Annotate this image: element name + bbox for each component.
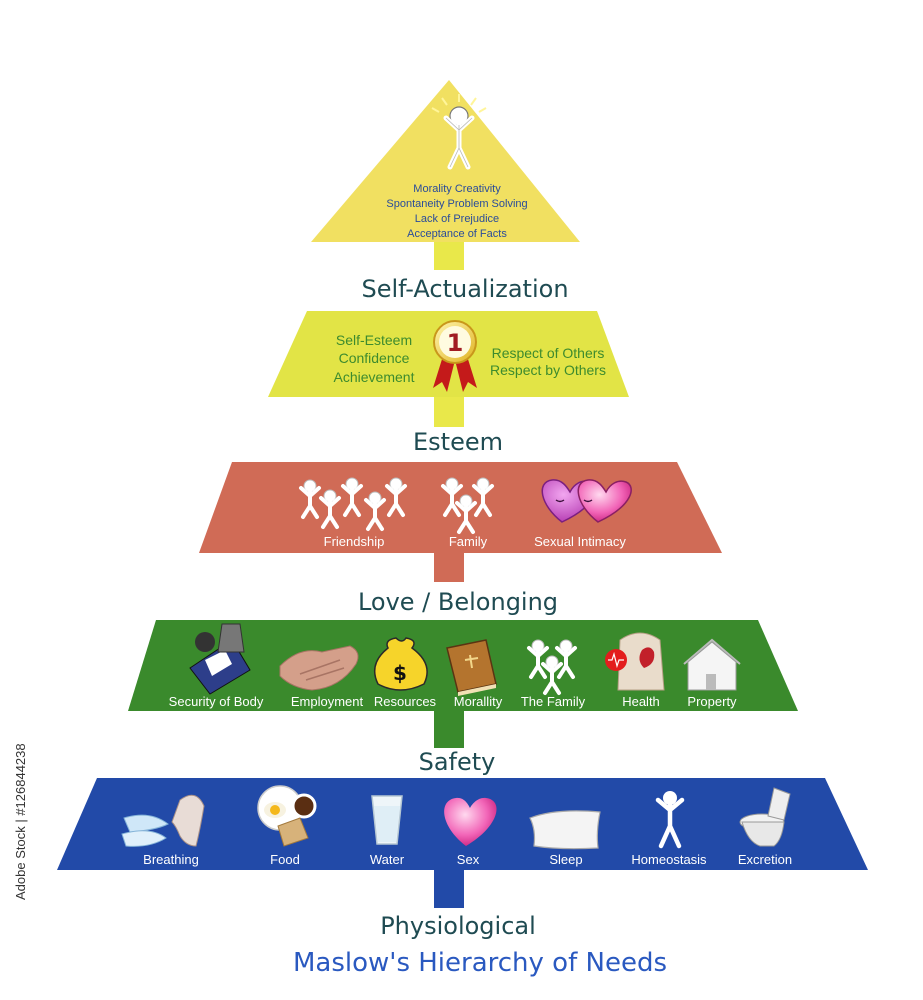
esteem-left-3: Achievement [334,369,415,385]
love-label-sexual-intimacy: Sexual Intimacy [534,534,626,549]
rank-badge-number: 1 [447,329,464,357]
physio-label-water: Water [370,852,405,867]
love-label-family: Family [449,534,488,549]
toilet-icon [739,787,791,847]
breathing-face-icon [121,794,205,847]
glowing-person-icon [431,94,487,170]
rank-ribbon-icon: 1 [433,320,477,392]
money-bag-icon: $ [373,637,428,691]
stem-self-actualization [434,240,464,270]
water-glass-icon [371,795,403,845]
trait-line-1: Morality Creativity [413,183,501,195]
esteem-right-1: Respect of Others [492,345,605,361]
food-plate-icon [257,785,317,847]
adobe-stock-watermark: Adobe Stock | #126844238 [13,743,28,900]
stem-physiological [434,868,464,908]
house-icon [683,638,741,691]
physio-label-sex: Sex [457,852,480,867]
health-torso-icon [605,632,665,691]
svg-text:$: $ [393,661,407,685]
esteem-left-2: Confidence [339,350,410,366]
pink-heart-icon [444,797,497,846]
safety-label-security-of-body: Security of Body [169,694,264,709]
tier-self-actualization [311,80,580,242]
trait-line-2: Spontaneity Problem Solving [386,198,527,210]
level-title-physiological: Physiological [380,912,536,940]
police-vest-icon [189,623,251,695]
physio-label-sleep: Sleep [549,852,582,867]
pillow-icon [529,810,601,850]
physio-label-food: Food [270,852,300,867]
safety-label-morallity: Morallity [454,694,503,709]
esteem-right-2: Respect by Others [490,362,606,378]
stem-love [434,552,464,582]
handshake-icon [279,645,359,691]
level-title-love-belonging: Love / Belonging [358,588,558,616]
safety-label-resources: Resources [374,694,437,709]
stem-safety [434,710,464,748]
safety-label-property: Property [687,694,737,709]
physio-label-homeostasis: Homeostasis [631,852,707,867]
safety-label-employment: Employment [291,694,364,709]
diagram-title: Maslow's Hierarchy of Needs [293,948,667,978]
physio-label-excretion: Excretion [738,852,792,867]
level-title-safety: Safety [419,748,496,776]
esteem-left-1: Self-Esteem [336,332,412,348]
physio-label-breathing: Breathing [143,852,199,867]
level-title-self-actualization: Self-Actualization [361,275,568,303]
level-title-esteem: Esteem [413,428,503,456]
trait-line-3: Lack of Prejudice [415,213,499,225]
bible-icon [446,639,497,696]
trait-line-4: Acceptance of Facts [407,228,507,240]
heart-couple-icon [541,479,632,523]
love-label-friendship: Friendship [324,534,385,549]
stem-esteem [434,395,464,427]
standing-person-icon [655,791,685,849]
safety-label-health: Health [622,694,660,709]
safety-label-the-family: The Family [521,694,586,709]
